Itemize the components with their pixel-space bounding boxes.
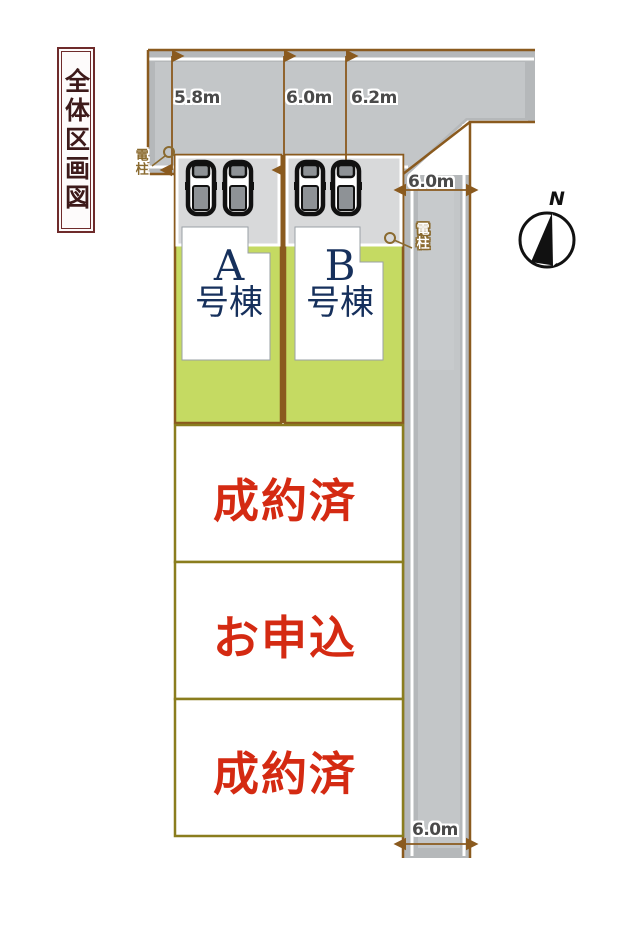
plan-title: 全体区画図 <box>61 67 91 213</box>
dimension-label-frontage-b: 6.0m <box>286 88 332 108</box>
lot-4-status-label: お申込 <box>213 611 357 665</box>
utility-pole-label-1: 電柱 <box>132 148 148 176</box>
compass: N <box>516 188 582 272</box>
compass-north-label: N <box>549 188 565 210</box>
car-icon-b2 <box>330 159 362 217</box>
building-b-footprint <box>294 226 384 361</box>
car-icon-b1 <box>294 159 326 217</box>
lot-5-status-label: 成約済 <box>213 747 357 801</box>
compass-rose <box>518 211 576 269</box>
title-block-inner: 全体区画図 <box>61 51 91 229</box>
car-icon-a2 <box>222 159 254 217</box>
dimension-label-north-road-width: 6.0m <box>408 172 454 192</box>
dimension-label-frontage-a: 5.8m <box>174 88 220 108</box>
title-block: 全体区画図 <box>57 47 95 233</box>
utility-pole-marker-1 <box>151 146 175 167</box>
east-road <box>403 124 470 858</box>
lot-3-parcel <box>173 423 405 564</box>
utility-pole-marker-2 <box>384 232 413 249</box>
lot-5-parcel <box>173 697 405 838</box>
building-a-footprint <box>181 226 271 361</box>
car-icon-a1 <box>185 159 217 217</box>
lot-3-status-label: 成約済 <box>213 474 357 528</box>
utility-pole-label-2: 電柱 <box>413 222 429 250</box>
dimension-label-east-road-width: 6.0m <box>412 820 458 840</box>
dimension-label-frontage-corner: 6.2m <box>351 88 397 108</box>
